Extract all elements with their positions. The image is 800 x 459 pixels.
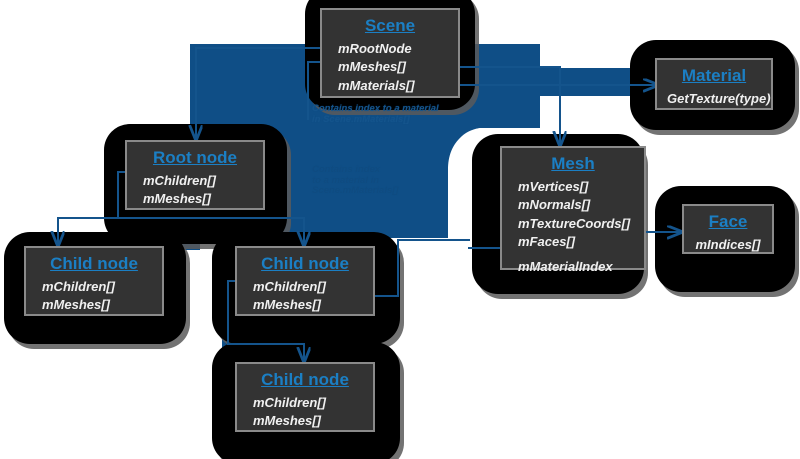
field-mmaterialindex: mMaterialIndex — [518, 258, 613, 274]
field-childmid-mchildren: mChildren[] — [253, 278, 326, 294]
node-child-bottom[interactable]: Child node mChildren[] mMeshes[] — [235, 362, 375, 432]
node-mesh-fields: mVertices[] mNormals[] mTextureCoords[] … — [512, 178, 634, 276]
field-mmeshes: mMeshes[] — [338, 59, 406, 75]
node-child-bottom-fields: mChildren[] mMeshes[] — [247, 394, 363, 431]
node-material[interactable]: Material GetTexture(type) — [655, 58, 773, 110]
node-root-title: Root node — [152, 148, 238, 167]
field-mrootnode: mRootNode — [338, 40, 412, 56]
field-childbot-mmeshes: mMeshes[] — [253, 413, 321, 429]
field-childleft-mmeshes: mMeshes[] — [42, 297, 110, 313]
field-childmid-mmeshes: mMeshes[] — [253, 297, 321, 313]
node-scene-title: Scene — [364, 16, 416, 35]
field-mvertices: mVertices[] — [518, 178, 589, 194]
node-mesh-title: Mesh — [551, 154, 595, 173]
node-child-middle[interactable]: Child node mChildren[] mMeshes[] — [235, 246, 375, 316]
node-face[interactable]: Face mIndices[] — [682, 204, 774, 254]
node-mesh[interactable]: Mesh mVertices[] mNormals[] mTextureCoor… — [500, 146, 646, 274]
node-child-middle-fields: mChildren[] mMeshes[] — [247, 278, 363, 315]
annotation-material-index-ghost: Contains index to a material in Scene.mM… — [312, 164, 399, 197]
node-material-title: Material — [681, 66, 747, 85]
field-mmaterials: mMaterials[] — [338, 77, 415, 93]
node-scene-fields: mRootNode mMeshes[] mMaterials[] — [332, 40, 448, 95]
field-mtexturecoords: mTextureCoords[] — [518, 215, 631, 231]
field-root-mchildren: mChildren[] — [143, 172, 216, 188]
field-mnormals: mNormals[] — [518, 197, 591, 213]
node-child-left[interactable]: Child node mChildren[] mMeshes[] — [24, 246, 164, 316]
node-child-middle-title: Child node — [261, 254, 349, 273]
node-root[interactable]: Root node mChildren[] mMeshes[] — [125, 140, 265, 210]
node-face-title: Face — [708, 212, 748, 231]
field-mindices: mIndices[] — [695, 236, 761, 252]
field-root-mmeshes: mMeshes[] — [143, 191, 211, 207]
field-childleft-mchildren: mChildren[] — [42, 278, 115, 294]
node-child-left-fields: mChildren[] mMeshes[] — [36, 278, 152, 315]
node-face-fields: mIndices[] — [694, 236, 762, 254]
node-material-fields: GetTexture(type) — [667, 90, 771, 108]
annotation-material-index: Contains index to a material in Scene.mM… — [312, 103, 439, 125]
field-mfaces: mFaces[] — [518, 234, 576, 250]
field-childbot-mchildren: mChildren[] — [253, 394, 326, 410]
node-scene[interactable]: Scene mRootNode mMeshes[] mMaterials[] — [320, 8, 460, 98]
node-child-left-title: Child node — [50, 254, 138, 273]
node-child-bottom-title: Child node — [261, 370, 349, 389]
node-root-fields: mChildren[] mMeshes[] — [137, 172, 253, 209]
field-gettexture: GetTexture(type) — [667, 90, 771, 106]
